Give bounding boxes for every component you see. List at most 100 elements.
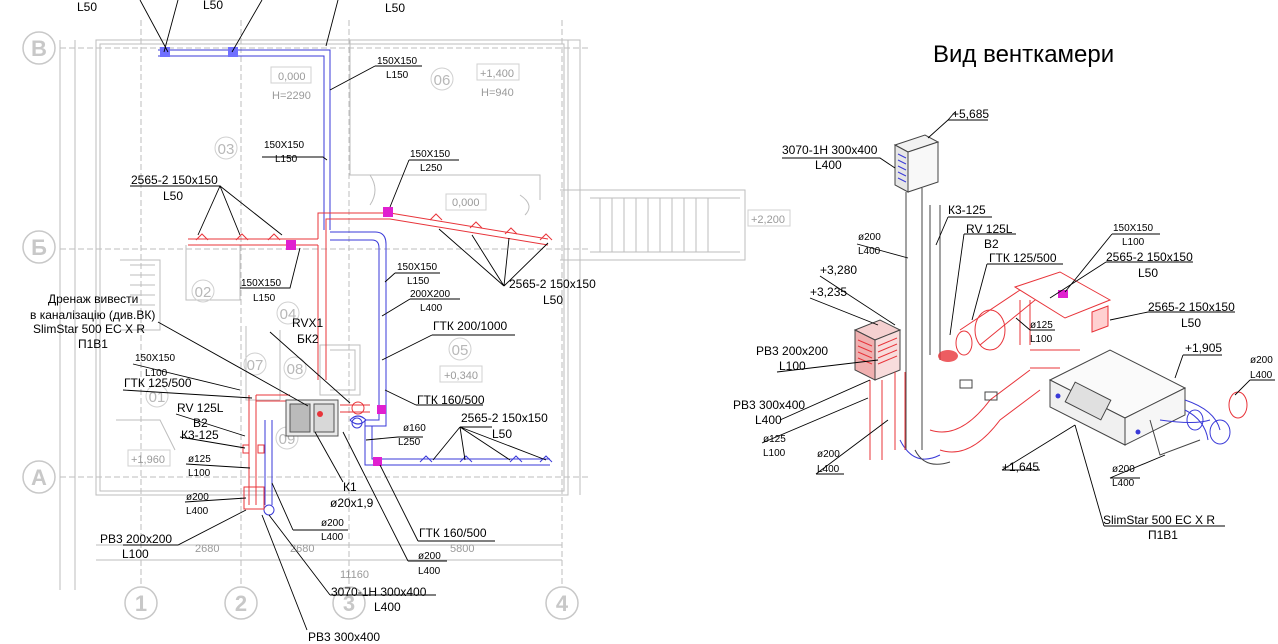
label-grille-3070-len: L400 [374, 600, 401, 614]
svg-text:01: 01 [149, 389, 166, 406]
exhaust-ducts [158, 47, 553, 516]
iso-grille-3070-len: L400 [815, 158, 842, 172]
iso-d200d-len: L400 [1112, 478, 1135, 489]
svg-text:В: В [31, 36, 47, 61]
label-duct-150-len: L100 [145, 368, 168, 379]
iso-d200b-len: L400 [817, 464, 840, 475]
iso-level-3280: +3,280 [820, 263, 857, 277]
dim-label: 11160 [340, 569, 369, 581]
label-duct-150: 150X150 [377, 56, 417, 67]
label-rv125: RV 125L [177, 401, 224, 415]
iso-duct-150: 150X150 [1113, 223, 1153, 234]
label-grille-low: 2565-2 150x150 [461, 411, 548, 425]
axis-row-a: А [22, 460, 56, 494]
label-duct-150-len: L150 [407, 276, 430, 287]
iso-d125: ø125 [1030, 320, 1053, 331]
label-grille-3070: 3070-1H 300x400 [331, 585, 427, 599]
label-duct-150-len: L150 [386, 70, 409, 81]
floor-plan: 2680 2680 5800 11160 В Б А 1 2 3 [22, 0, 791, 644]
iso-d125-len: L100 [1030, 334, 1053, 345]
iso-d200-len: L400 [858, 246, 881, 257]
svg-text:05: 05 [452, 342, 469, 359]
label-duct-200-len: L400 [420, 303, 443, 314]
label-pvz300: PB3 300x400 [308, 630, 380, 644]
label-d125: ø125 [188, 454, 211, 465]
iso-grille2-len: L50 [1181, 316, 1201, 330]
iso-pvz300-len: L400 [755, 413, 782, 427]
label-duct-150: 150X150 [241, 278, 281, 289]
room-05: 05 [448, 337, 472, 361]
label-k1: К1 [343, 480, 357, 494]
label-duct-150-len: L150 [253, 293, 276, 304]
svg-text:06: 06 [434, 72, 451, 89]
iso-rv-b2: B2 [984, 237, 999, 251]
iso-grille1-len: L50 [1138, 266, 1158, 280]
label-duct-150-len: L150 [275, 154, 298, 165]
room-06: 06 [430, 67, 454, 91]
svg-text:07: 07 [247, 357, 264, 374]
axis-col-1: 1 [124, 586, 158, 620]
label-d160-len: L250 [398, 437, 421, 448]
label-grille-left-len: L50 [163, 189, 183, 203]
level-mark: 0,000 [278, 71, 306, 83]
axis-col-2: 2 [224, 586, 258, 620]
iso-d200: ø200 [858, 232, 881, 243]
label-grille-right-len: L50 [543, 293, 563, 307]
iso-k3: К3-125 [948, 203, 986, 217]
room-02: 02 [191, 279, 215, 303]
label-d200-len: L400 [418, 566, 441, 577]
label-duct-150: 150X150 [264, 140, 304, 151]
ahu-plan [285, 399, 339, 437]
iso-pvz200-len: L100 [779, 359, 806, 373]
label-drain: Дренаж вивести [48, 292, 138, 306]
label-pvz200: PB3 200x200 [100, 532, 172, 546]
room-01: 01 [145, 384, 169, 408]
dim-label: 2680 [290, 543, 314, 555]
iso-pvz200: PB3 200x200 [756, 344, 828, 358]
axis-row-b: Б [22, 230, 56, 264]
label-drain: в каналізацію (див.ВК) [30, 308, 155, 322]
iso-duct-150-len: L100 [1122, 237, 1145, 248]
label-d200-len: L400 [321, 532, 344, 543]
level-mark: +2,200 [751, 214, 785, 226]
grille-3070-iso [893, 134, 940, 193]
svg-text:02: 02 [195, 284, 212, 301]
iso-d200c: ø200 [1250, 355, 1273, 366]
iso-level-1645: +1,645 [1002, 460, 1039, 474]
iso-unit-code: П1В1 [1148, 528, 1178, 542]
view-title: Вид венткамери [933, 41, 1114, 68]
label-k3: К3-125 [181, 428, 219, 442]
svg-text:Б: Б [31, 235, 47, 260]
label-d200: ø200 [186, 492, 209, 503]
label-top-l50-b: L50 [203, 0, 223, 12]
label-bk: БК2 [297, 332, 319, 346]
iso-gtk125: ГТК 125/500 [989, 251, 1057, 265]
room-07: 07 [243, 352, 267, 376]
label-gtk200: ГТК 200/1000 [433, 319, 508, 333]
label-gtk160: ГТК 160/500 [417, 393, 485, 407]
level-mark: 0,000 [452, 197, 480, 209]
label-k1-pipe: ø20x1,9 [330, 496, 374, 510]
label-rvx: RVX1 [292, 316, 323, 330]
dim-label: 5800 [450, 543, 474, 555]
room-03: 03 [214, 136, 238, 160]
room-04: 04 [276, 301, 300, 325]
svg-text:04: 04 [280, 306, 297, 323]
label-duct-200: 200X200 [410, 289, 450, 300]
label-unit: SlimStar 500 EC X R [33, 322, 145, 336]
level-mark: H=2290 [272, 90, 311, 102]
supply-ducts [188, 207, 553, 510]
label-d200-len: L400 [186, 506, 209, 517]
grille-pvz-iso [853, 319, 906, 460]
iso-d125b: ø125 [763, 434, 786, 445]
room-08: 08 [283, 356, 307, 380]
label-d125-len: L100 [188, 468, 211, 479]
iso-level-3235: +3,235 [810, 285, 847, 299]
label-grille-right: 2565-2 150x150 [509, 277, 596, 291]
iso-d200c-len: L400 [1250, 370, 1273, 381]
level-mark: +1,400 [480, 68, 514, 80]
label-pvz200-len: L100 [122, 547, 149, 561]
iso-level-1905: +1,905 [1185, 341, 1222, 355]
dim-label: 2680 [195, 543, 219, 555]
